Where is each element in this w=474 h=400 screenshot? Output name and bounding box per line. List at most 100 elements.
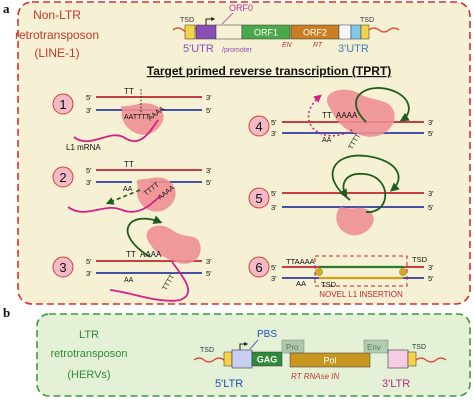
herv-gene-schematic: TSD PBS GAG Pro Pol Env TSD RT RNAse IN … xyxy=(193,329,447,390)
herv-env: Env xyxy=(367,343,381,352)
herv-env-box xyxy=(363,339,389,354)
step3-enzyme xyxy=(146,225,201,264)
gene-promoter: /promoter xyxy=(222,47,253,54)
step6-bottom-5prime: 5' xyxy=(428,274,434,283)
panel-a-letter: a xyxy=(3,1,10,16)
step-1-badge: 1 xyxy=(59,97,66,112)
gene-tsd-right: TSD xyxy=(360,17,374,24)
tsd-left-box xyxy=(184,24,196,40)
step1-bottom-3prime: 3' xyxy=(86,106,92,115)
step3-rna xyxy=(109,261,190,302)
step1-rna-label: L1 mRNA xyxy=(66,143,101,152)
step5-bottom-3prime: 3' xyxy=(271,203,277,212)
orf1-box xyxy=(241,24,291,40)
step3-top-5prime: 5' xyxy=(86,257,92,266)
step-1-diagram: 5' 3' 3' 5' TT AATTTT AAAA L1 mRNA xyxy=(66,87,212,152)
step6-junction-left xyxy=(315,268,323,276)
herv-flank-left xyxy=(193,357,225,363)
step2-bottom-5prime: 5' xyxy=(206,178,212,187)
panel-a-heading-line1: Non-LTR xyxy=(33,8,81,22)
step-6-diagram: 5' 3' 3' 5' TTAAAA AA TSD TSD NOVEL L1 I… xyxy=(271,255,434,299)
herv-ltr3-box xyxy=(387,349,409,369)
step4-enzyme xyxy=(326,89,395,137)
herv-flank-right xyxy=(415,357,447,363)
step3-bottom-3prime: 3' xyxy=(86,269,92,278)
panel-b-heading-line3: (HERVs) xyxy=(67,369,110,381)
gene-orf1: ORF1 xyxy=(254,28,278,38)
step2-enzyme xyxy=(136,177,176,212)
step-4-badge: 4 xyxy=(255,119,262,134)
panel-a: a Non-LTR retrotransposon (LINE-1) TSD O… xyxy=(3,1,471,305)
panel-b: b LTR retrotransposon (HERVs) TSD PBS GA… xyxy=(3,305,471,397)
flank-right-dna xyxy=(368,27,400,33)
step-2-badge: 2 xyxy=(59,170,66,185)
panel-b-heading-line2: retrotransposon xyxy=(50,348,127,360)
herv-pbs: PBS xyxy=(257,329,277,340)
herv-ltr5: 5'LTR xyxy=(215,378,243,390)
step4-top-3prime: 3' xyxy=(428,118,434,127)
tsd-right-box xyxy=(360,24,370,40)
step3-bottom-5prime: 5' xyxy=(206,269,212,278)
herv-promoter-arrow xyxy=(239,342,249,350)
step6-insertion-label: NOVEL L1 INSERTION xyxy=(319,290,403,299)
step1-l1-mrna xyxy=(73,119,159,143)
tprt-title: Target primed reverse transcription (TPR… xyxy=(147,64,392,78)
step4-top-tail: AAAA xyxy=(336,111,358,120)
step6-bottom-seq: AA xyxy=(296,279,306,288)
step-4-diagram: 5' 3' 3' 5' TT AAAA AA TTTT xyxy=(271,87,434,151)
step6-junction-right xyxy=(399,268,407,276)
step-2-diagram: 5' 3' 3' 5' TT AA TTTT AAAA xyxy=(67,160,212,213)
step1-top-seq: TT xyxy=(124,87,134,96)
orf0-spacer xyxy=(215,24,243,40)
step5-cdna-outer-loop xyxy=(331,154,400,201)
step5-top-5prime: 5' xyxy=(271,189,277,198)
step3-top-seq: TT xyxy=(126,250,136,259)
step4-top-5prime: 5' xyxy=(271,118,277,127)
gene-orf0: ORF0 xyxy=(229,3,253,13)
step2-cdna-arrow xyxy=(105,189,141,205)
step-3-diagram: 5' 3' 3' 5' TT AAAA AA TTTT xyxy=(86,215,212,302)
step-3-badge: 3 xyxy=(59,260,66,275)
step6-top-seq: TTAAAA xyxy=(286,257,315,266)
panel-a-heading-line3: (LINE-1) xyxy=(34,46,79,60)
step1-top-3prime: 3' xyxy=(206,93,212,102)
step4-bottom-5prime: 5' xyxy=(428,129,434,138)
polya-box xyxy=(350,24,362,40)
gene-utr3: 3'UTR xyxy=(338,43,369,55)
promoter-arrow xyxy=(205,17,216,25)
step5-cdna-inner-loop xyxy=(338,173,387,213)
step6-top-5prime: 5' xyxy=(271,263,277,272)
step4-bottom-seq: AA xyxy=(322,137,332,144)
step5-enzyme xyxy=(336,207,374,236)
utr3-box xyxy=(338,24,352,40)
step3-bottom-seq: AA xyxy=(124,277,134,284)
step3-top-tail: AAAA xyxy=(140,250,162,259)
step6-top-3prime: 3' xyxy=(428,263,434,272)
step4-top-seq: TT xyxy=(322,111,332,120)
step5-top-3prime: 3' xyxy=(428,189,434,198)
step4-bottom-3prime: 3' xyxy=(271,129,277,138)
step1-bottom-5prime: 5' xyxy=(206,106,212,115)
herv-tsd-left: TSD xyxy=(200,347,214,354)
step2-bottom-seq: AA xyxy=(123,186,133,193)
step6-insertion-box xyxy=(314,255,408,287)
panel-b-heading-line1: LTR xyxy=(79,329,99,341)
herv-tsd-right: TSD xyxy=(412,344,426,351)
herv-gag-box xyxy=(251,351,283,367)
panel-b-letter: b xyxy=(3,305,10,320)
utr5-box xyxy=(195,24,217,40)
step2-rna xyxy=(67,195,161,213)
gene-orf2: ORF2 xyxy=(303,28,327,38)
step2-bottom-3prime: 3' xyxy=(86,178,92,187)
step1-top-5prime: 5' xyxy=(86,93,92,102)
step2-top-5prime: 5' xyxy=(86,166,92,175)
herv-pbs-pointer xyxy=(249,339,259,350)
line1-gene-schematic: TSD ORF0 ORF1 ORF2 EN RT TSD 5'UTR /prom… xyxy=(172,3,400,55)
gene-utr5: 5'UTR xyxy=(183,43,214,55)
step4-rna-degradation xyxy=(307,94,353,137)
herv-tsd-left-box xyxy=(223,351,233,367)
step-badges: 1 2 3 4 5 6 xyxy=(52,93,270,278)
step3-top-3prime: 3' xyxy=(206,257,212,266)
step5-bottom-5prime: 5' xyxy=(428,203,434,212)
